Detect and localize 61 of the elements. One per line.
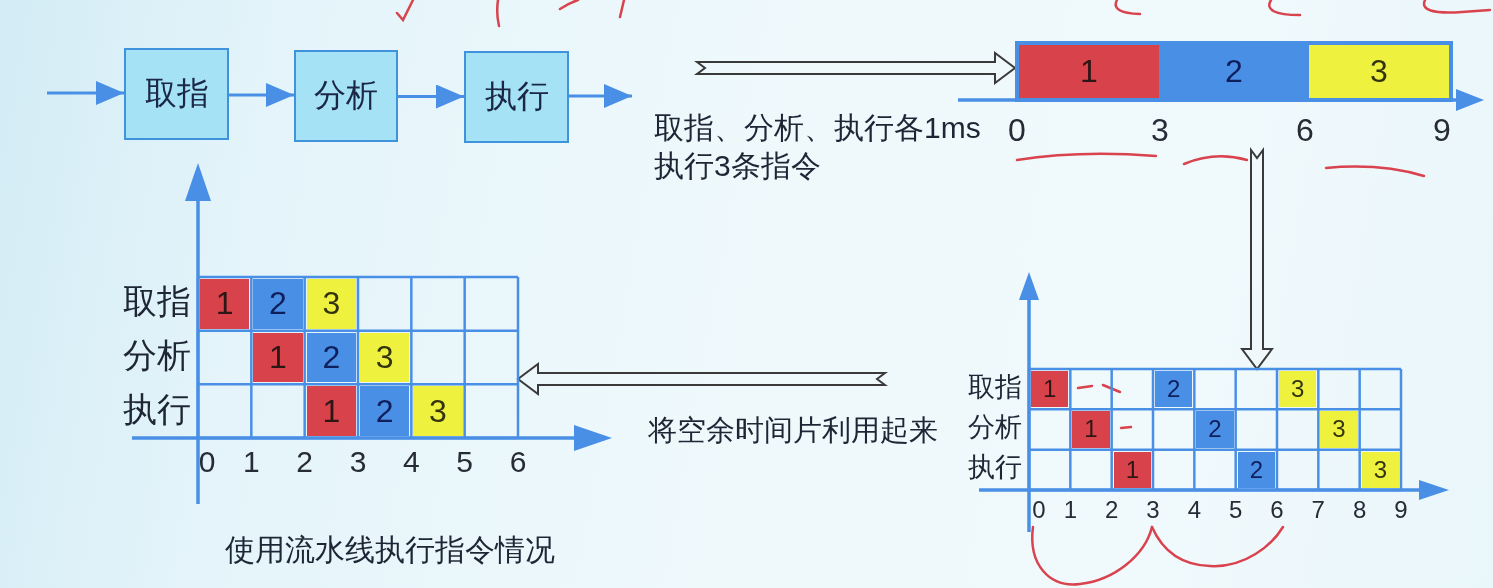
instruction-cell: 1 <box>306 386 356 436</box>
edge-label: 取指、分析、执行各1ms执行3条指令 <box>654 110 982 184</box>
timeline-segment: 1 <box>1019 45 1159 98</box>
instruction-cell: 1 <box>1031 371 1069 408</box>
axis-tick-label: 3 <box>1146 498 1160 522</box>
row-label: 执行 <box>123 389 191 429</box>
axis-tick-label: 6 <box>1296 114 1314 146</box>
arrow <box>398 84 464 109</box>
edge-label: 将空余时间片利用起来 <box>648 413 938 448</box>
row-label: 取指 <box>968 371 1022 403</box>
instruction-cell: 3 <box>1279 371 1317 408</box>
instruction-cell: 2 <box>253 279 303 329</box>
timeline-bar <box>1015 41 1453 102</box>
axis-tick-label: 4 <box>402 447 420 477</box>
process-box: 取指 <box>124 48 229 140</box>
chart-caption: 使用流水线执行指令情况 <box>225 532 555 568</box>
arrow <box>229 83 294 107</box>
process-box: 执行 <box>464 51 569 143</box>
instruction-cell: 3 <box>360 332 410 383</box>
timeline-segment: 3 <box>1309 45 1449 98</box>
row-label: 取指 <box>123 282 191 322</box>
instruction-cell: 2 <box>1237 451 1275 488</box>
arrow <box>47 81 124 105</box>
axis-tick-label: 9 <box>1433 114 1451 146</box>
arrow <box>569 84 632 108</box>
axis-tick-label: 2 <box>1105 498 1119 522</box>
instruction-cell: 3 <box>1320 411 1358 448</box>
axis-tick-label: 5 <box>456 447 473 477</box>
axis-tick-label: 4 <box>1187 498 1201 522</box>
instruction-cell: 2 <box>306 332 356 383</box>
axis-tick-label: 3 <box>1151 114 1169 146</box>
instruction-cell: 2 <box>1155 371 1193 408</box>
instruction-cell: 1 <box>253 332 303 383</box>
axis-tick-label: 6 <box>1270 498 1284 522</box>
axis-tick-label: 7 <box>1311 498 1325 522</box>
block-arrow <box>1240 147 1274 371</box>
instruction-cell: 2 <box>1196 411 1234 448</box>
row-label: 分析 <box>968 411 1022 443</box>
process-box: 分析 <box>294 50 398 142</box>
axis-tick-label: 2 <box>296 447 313 477</box>
axis-tick-label: 0 <box>198 447 216 477</box>
axis-tick-label: 0 <box>1032 498 1046 522</box>
instruction-cell: 2 <box>360 386 410 436</box>
instruction-cell: 1 <box>1113 451 1151 488</box>
instruction-cell: 3 <box>1361 451 1399 488</box>
row-label: 执行 <box>968 452 1022 484</box>
block-arrow <box>516 362 888 396</box>
axis-tick-label: 8 <box>1352 498 1367 522</box>
axis-tick-label: 6 <box>509 447 527 477</box>
instruction-cell: 3 <box>306 279 356 329</box>
axis-tick-label: 5 <box>1228 498 1243 522</box>
axis-tick-label: 3 <box>349 447 367 477</box>
axis-tick-label: 1 <box>1063 498 1077 522</box>
instruction-cell: 1 <box>1072 411 1110 448</box>
row-label: 分析 <box>123 335 191 376</box>
instruction-cell: 3 <box>413 386 463 436</box>
axis-tick-label: 9 <box>1394 498 1408 522</box>
instruction-cell: 1 <box>200 279 250 329</box>
block-arrow <box>694 51 1017 85</box>
axis-tick-label: 1 <box>243 447 260 477</box>
axis-tick-label: 0 <box>1008 114 1026 146</box>
